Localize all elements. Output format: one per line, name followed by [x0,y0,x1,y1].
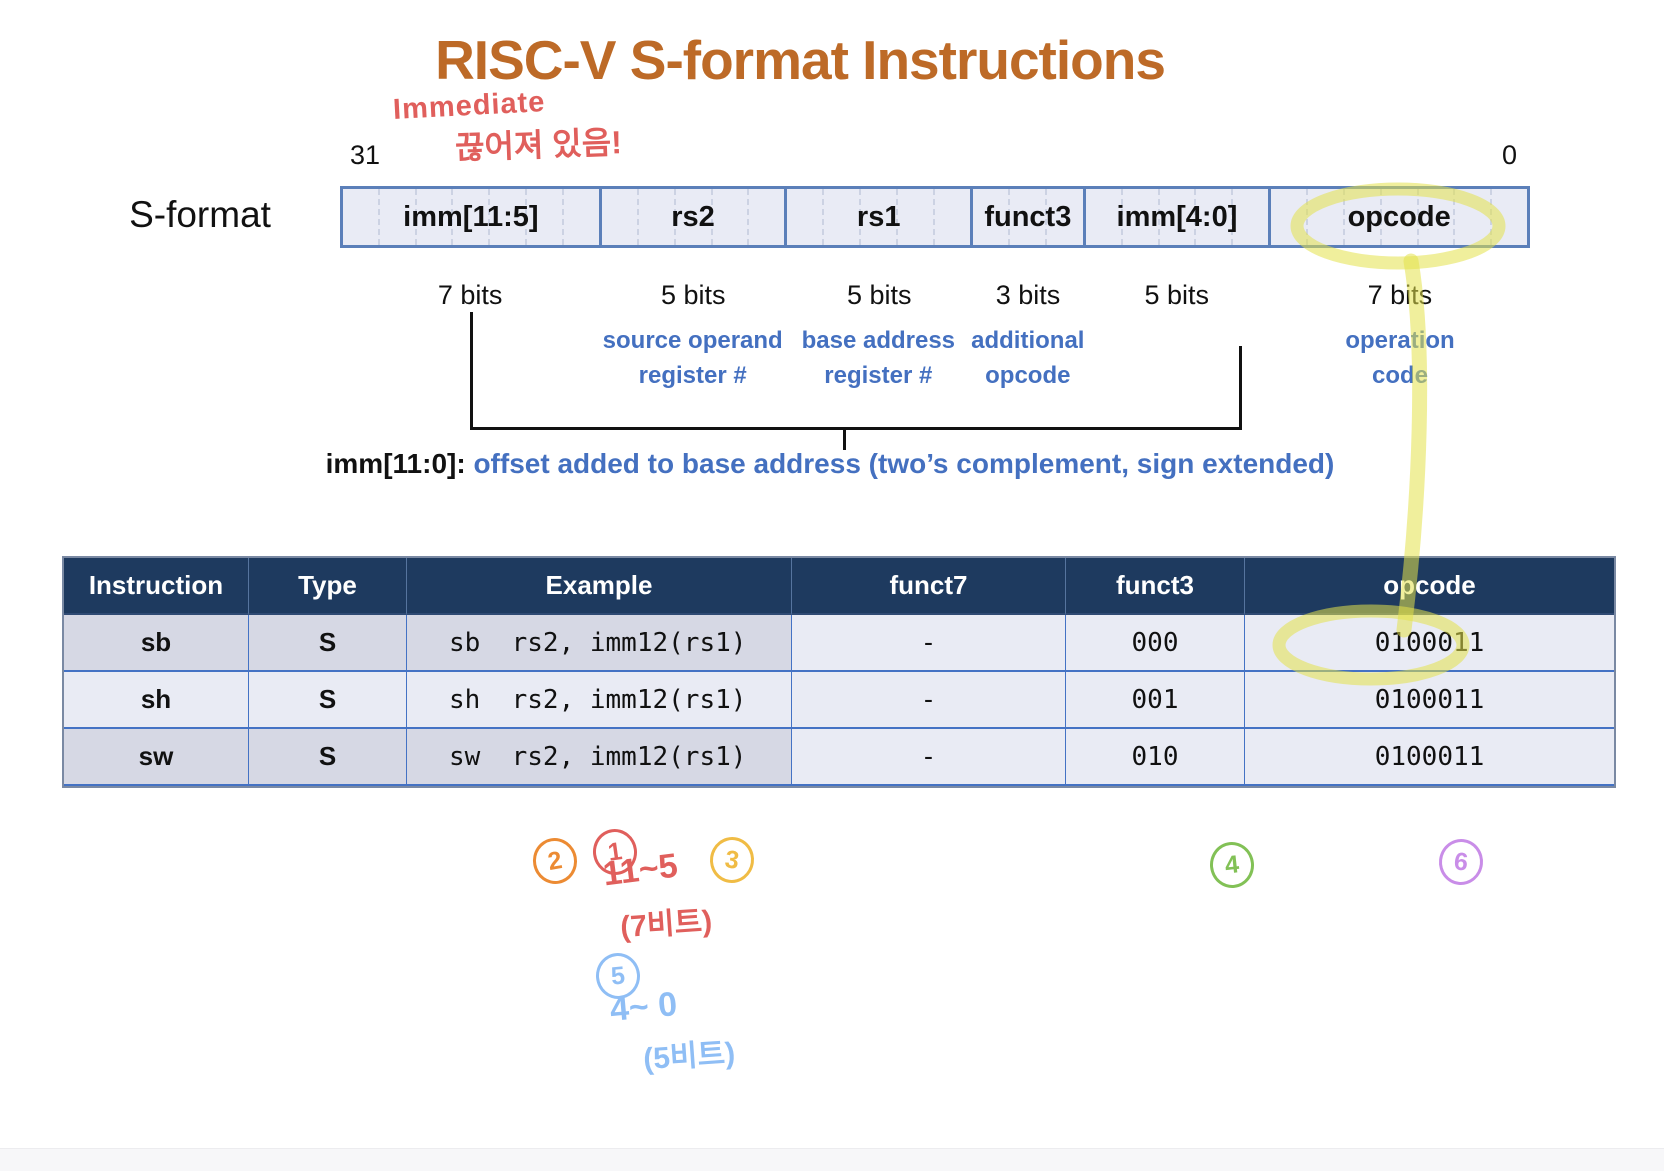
column-header-funct7: funct7 [792,558,1066,615]
field-rs1: rs1 [784,189,970,245]
bit-index-31: 31 [350,140,381,170]
table-cell-opcode: 0100011 [1245,729,1614,786]
circled-number-label: 5 [609,960,627,991]
field-label: rs2 [671,200,715,233]
bracket-bottom-line [470,427,1242,430]
bits-label: 7 bits [437,280,503,310]
bracket-left-line [470,312,473,430]
field-funct3: funct3 [970,189,1083,245]
instruction-format-diagram: imm[11:5] rs2 rs1 funct3 imm[4:0] opcode [340,186,1530,248]
field-label: imm[11:5] [403,200,539,233]
table-cell-funct3: 010 [1066,729,1245,786]
field-imm11-5: imm[11:5] [343,189,599,245]
imm-note-prefix: imm[11:0]: [325,448,466,479]
format-name-label: S-format [129,194,271,235]
table-cell-opcode: 0100011 [1245,672,1614,729]
bits-label: 5 bits [1144,280,1209,310]
table-cell-example: sw rs2, imm12(rs1) [407,729,792,786]
table-cell-instruction: sb [64,615,249,672]
bit-cells [787,189,970,245]
circled-number-4: 4 [1207,839,1257,891]
field-desc: additional opcode [971,327,1085,389]
table-cell-example: sb rs2, imm12(rs1) [407,615,792,672]
bracket-tick-line [843,430,846,450]
handwriting-imm-low-bits: (5비트) [642,1036,737,1077]
bit-cells [1086,189,1269,245]
column-header-opcode: opcode [1245,558,1614,615]
instruction-table: Instruction Type Example funct7 funct3 o… [62,556,1616,788]
circled-number-2: 2 [529,834,581,888]
field-imm4-0: imm[4:0] [1082,189,1269,245]
field-desc [1084,324,1270,394]
table-cell-example: sh rs2, imm12(rs1) [407,672,792,729]
table-cell-funct7: - [792,729,1066,786]
field-desc: base address register # [801,327,956,389]
handwriting-korean-note: 끊어져 있음! [454,124,623,166]
circled-number-label: 4 [1223,849,1241,880]
table-cell-funct7: - [792,615,1066,672]
imm-note-text: offset added to base address (two’s comp… [465,448,1335,479]
bit-cells [973,189,1083,245]
bits-label: 5 bits [661,280,726,310]
bit-width-labels: 7 bits 5 bits 5 bits 3 bits 5 bits 7 bit… [340,280,1530,311]
table-cell-opcode: 0100011 [1245,615,1614,672]
field-desc: operation code [1345,327,1455,389]
bit-index-0: 0 [1502,140,1518,170]
handwriting-imm-low-range: 4~ 0 [608,985,679,1029]
bit-cells [343,189,599,245]
table-cell-funct3: 000 [1066,615,1245,672]
field-desc: source operand register # [602,327,783,389]
circled-number-3: 3 [707,834,757,886]
table-cell-instruction: sh [64,672,249,729]
field-label: opcode [1347,200,1451,233]
handwriting-imm-high-bits: (7비트) [619,904,714,945]
table-cell-funct3: 001 [1066,672,1245,729]
table-cell-funct7: - [792,672,1066,729]
circled-number-6: 6 [1436,836,1486,888]
bits-label: 5 bits [846,280,912,310]
table-cell-type: S [249,672,407,729]
table-cell-type: S [249,615,407,672]
column-header-type: Type [249,558,407,615]
bit-cells [602,189,785,245]
column-header-example: Example [407,558,792,615]
imm-note: imm[11:0]: offset added to base address … [230,448,1430,480]
page-title: RISC-V S-format Instructions [435,29,1166,91]
field-opcode: opcode [1268,189,1527,245]
circled-number-label: 2 [545,845,565,876]
circled-number-label: 3 [723,844,741,875]
column-header-funct3: funct3 [1066,558,1245,615]
bits-label: 3 bits [995,280,1061,310]
field-label: funct3 [984,200,1072,233]
field-label: imm[4:0] [1116,200,1238,233]
bits-label: 7 bits [1367,280,1433,310]
field-descriptions: source operand register # base address r… [340,324,1530,394]
bottom-strip [0,1148,1664,1171]
handwriting-imm-high-range: 11~5 [600,846,680,894]
table-cell-type: S [249,729,407,786]
field-rs2: rs2 [598,189,785,245]
column-header-instruction: Instruction [64,558,249,615]
field-label: rs1 [856,200,901,233]
bracket-right-line [1239,346,1242,430]
circled-number-label: 6 [1452,846,1470,877]
table-cell-instruction: sw [64,729,249,786]
